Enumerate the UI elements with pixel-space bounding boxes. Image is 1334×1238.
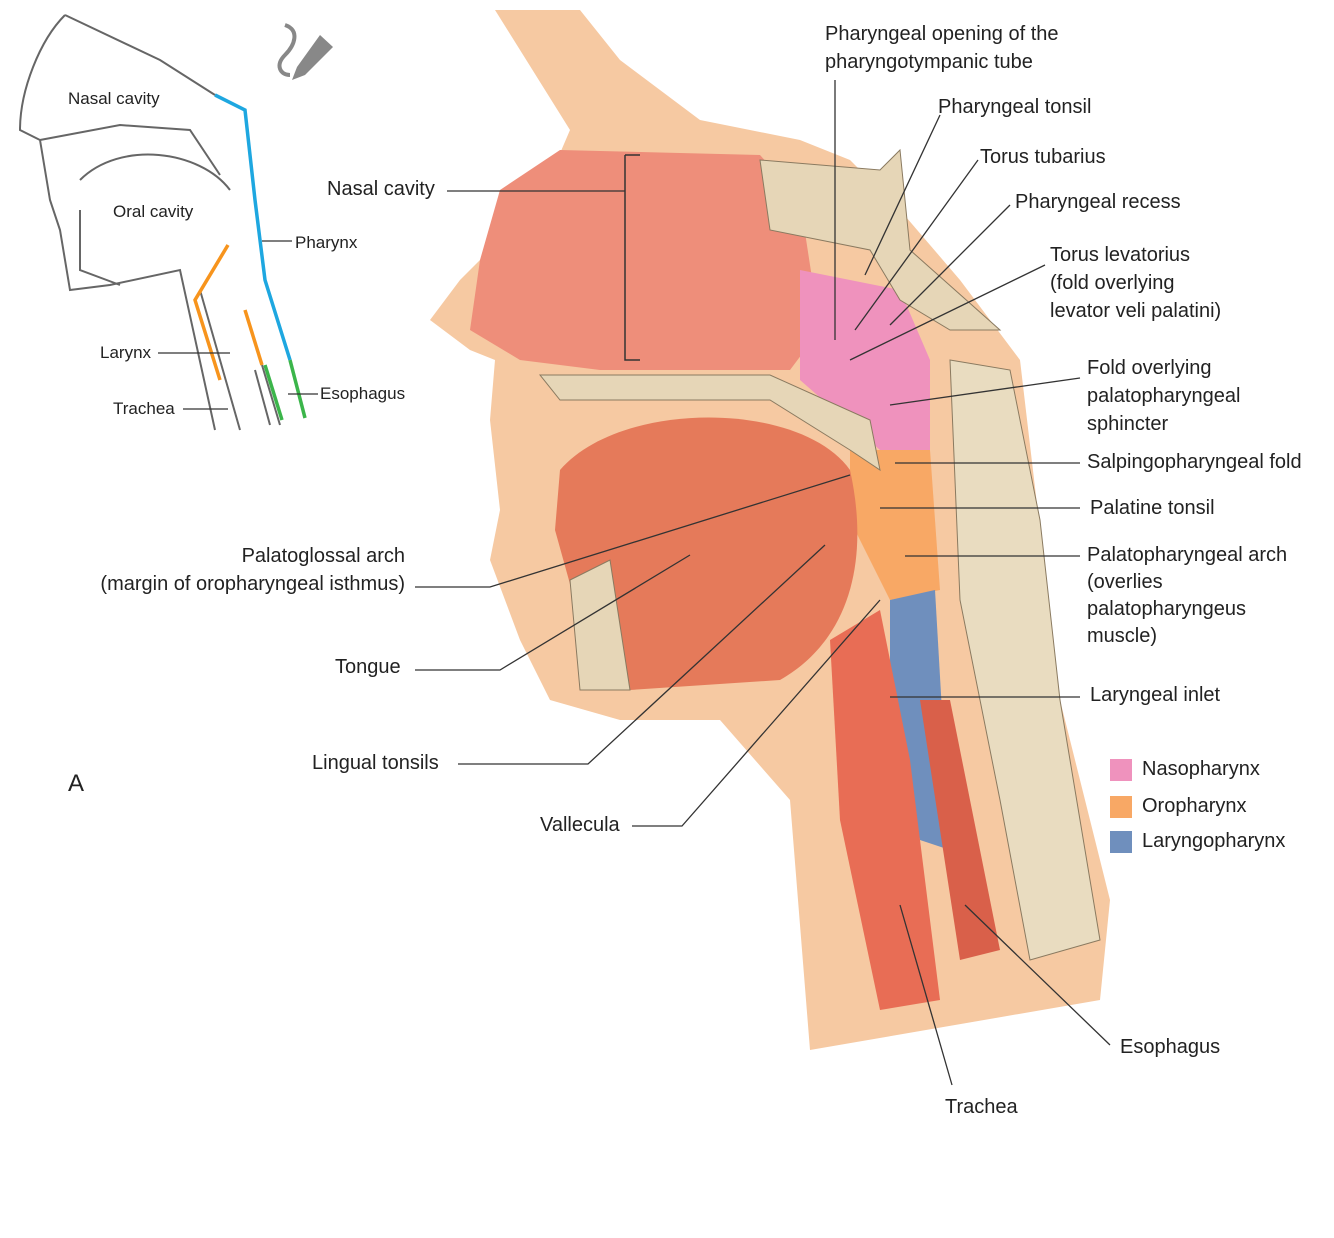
tongue: [555, 417, 858, 690]
label-pharyngeal-recess: Pharyngeal recess: [1015, 191, 1181, 213]
label-salpingopharyngeal-fold: Salpingopharyngeal fold: [1087, 451, 1302, 473]
legend-nasopharynx: Nasopharynx: [1110, 758, 1260, 781]
inset-pharynx-line: [214, 93, 292, 361]
skull-base: [759, 148, 1002, 331]
label-trachea: Trachea: [945, 1096, 1018, 1118]
inset-label-oral-cavity: Oral cavity: [113, 202, 194, 221]
leader-lines: [415, 80, 1111, 1086]
inset-esophagus-line: [288, 359, 307, 419]
inset-label-esophagus: Esophagus: [320, 384, 406, 403]
inset-diagram: [18, 14, 281, 431]
palate: [538, 374, 881, 472]
spine: [949, 359, 1101, 961]
trachea-tube: [830, 610, 940, 1010]
legend-swatch: [1110, 830, 1132, 853]
legend-oropharynx: Oropharynx: [1110, 795, 1247, 818]
label-laryngeal-inlet: Laryngeal inlet: [1090, 684, 1221, 706]
label-pharyngeal-tonsil: Pharyngeal tonsil: [938, 96, 1092, 118]
legend-laryngopharynx: Laryngopharynx: [1110, 830, 1285, 853]
inset-label-larynx: Larynx: [100, 343, 152, 362]
label-tongue: Tongue: [335, 656, 401, 678]
label-palatine-tonsil: Palatine tonsil: [1090, 497, 1215, 519]
inset-esophagus-orange: [243, 309, 264, 366]
inset-label-pharynx: Pharynx: [295, 233, 358, 252]
inset-label-nasal-cavity: Nasal cavity: [68, 89, 160, 108]
inset-label-trachea: Trachea: [113, 399, 175, 418]
legend-swatch: [1110, 758, 1132, 781]
legend-swatch: [1110, 795, 1132, 818]
mandible: [569, 559, 631, 691]
oropharynx-region: [850, 450, 940, 600]
label-nasal-cavity: Nasal cavity: [327, 178, 435, 200]
esophagus-tube: [920, 700, 1000, 960]
figure-letter: A: [68, 770, 85, 797]
label-lingual-tonsils: Lingual tonsils: [312, 752, 439, 774]
label-vallecula: Vallecula: [540, 814, 620, 836]
label-esophagus: Esophagus: [1120, 1036, 1221, 1058]
label-palatoglossal-arch: Palatoglossal arch(margin of oropharynge…: [100, 545, 405, 595]
head-section: [430, 10, 1110, 1050]
edit-pencil-icon[interactable]: [277, 23, 333, 80]
label-torus-tubarius: Torus tubarius: [980, 146, 1106, 168]
